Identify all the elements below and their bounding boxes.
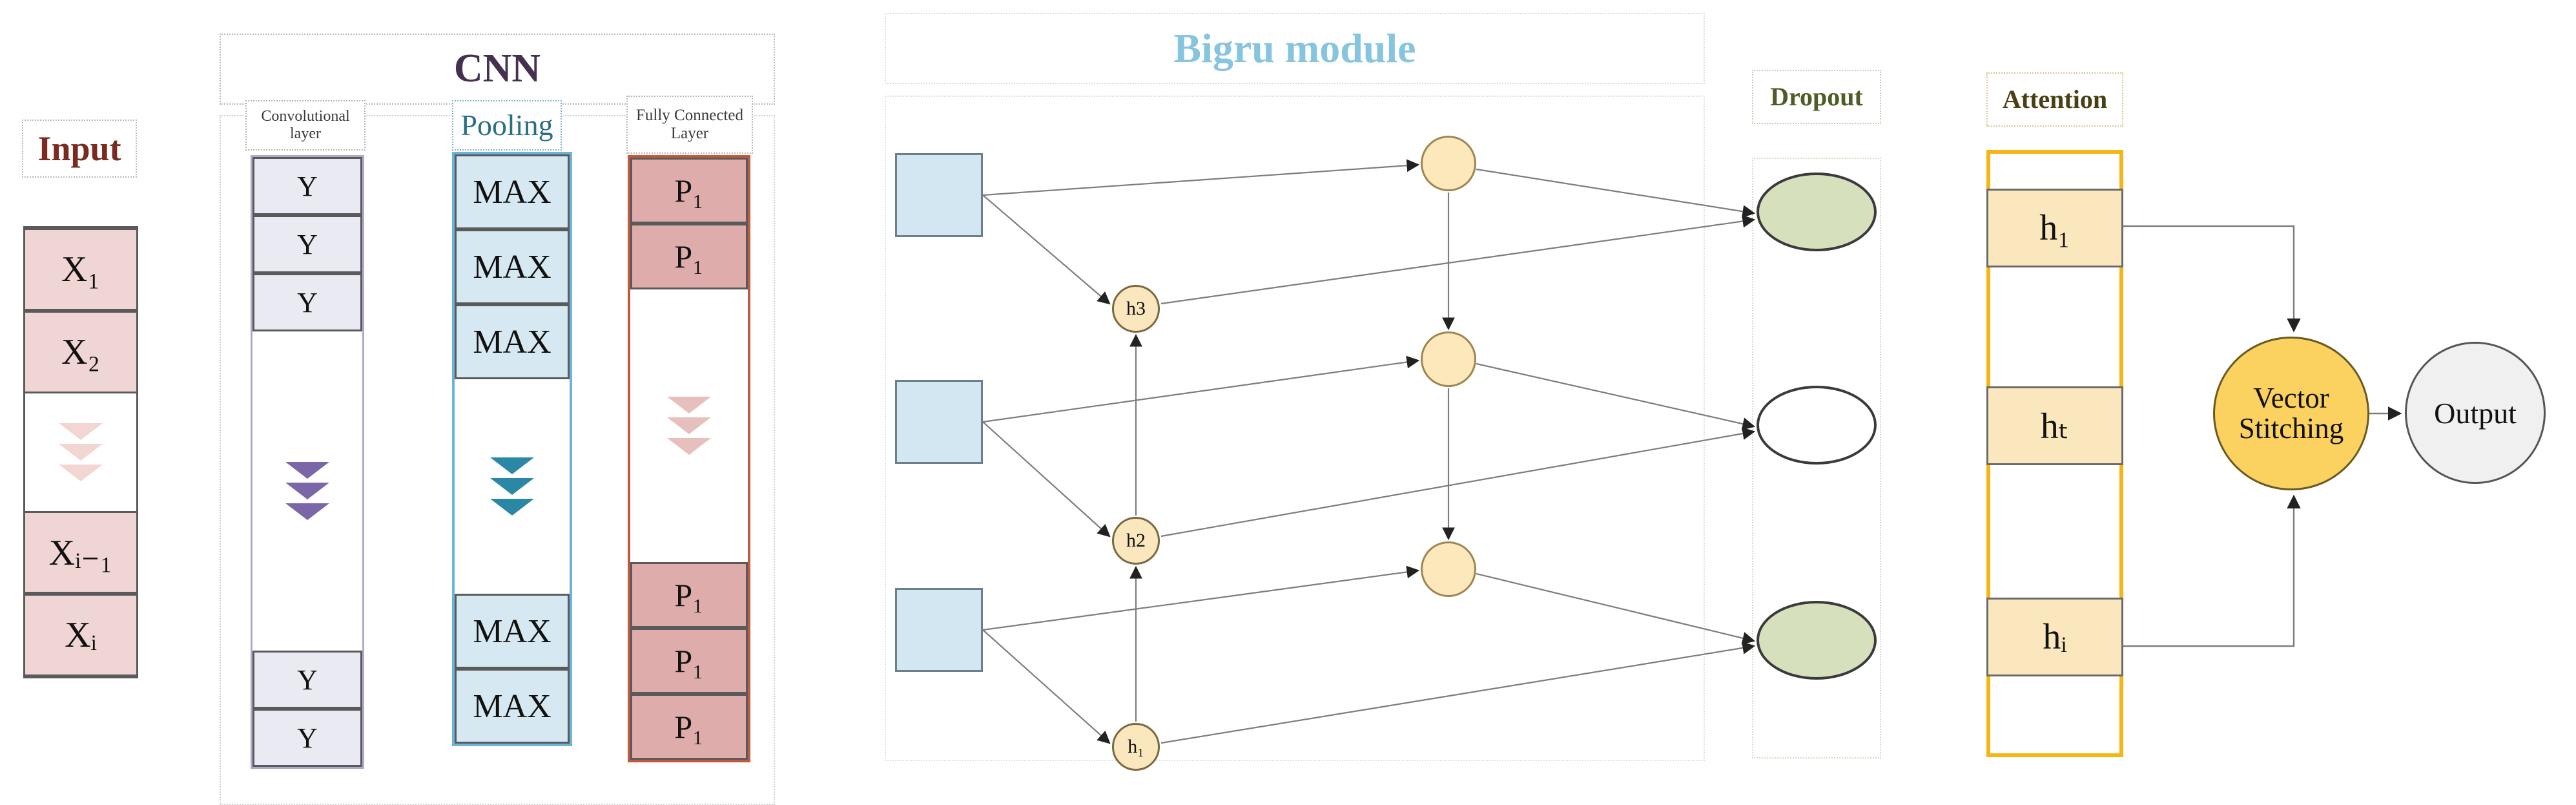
bigru-hidden-node-h3: h3 bbox=[1112, 285, 1160, 333]
input-caption: Input bbox=[22, 120, 137, 178]
conv-cell: Y bbox=[252, 709, 362, 767]
input-ellipsis bbox=[25, 393, 136, 511]
bigru-hidden-node-h2: h2 bbox=[1112, 517, 1160, 565]
attention-cell-hi: hᵢ bbox=[1986, 598, 2123, 676]
pool-ellipsis bbox=[455, 379, 570, 594]
vector-stitching-line1: Vector bbox=[2253, 381, 2329, 414]
bigru-hidden-node-h1: h₁ bbox=[1112, 723, 1160, 771]
bigru-input-square bbox=[895, 380, 983, 464]
conv-cell: Y bbox=[252, 157, 362, 215]
chevron-down-triple-icon bbox=[59, 423, 103, 481]
pool-cell: MAX bbox=[455, 669, 570, 744]
dropout-caption: Dropout bbox=[1752, 70, 1881, 124]
bigru-title: Bigru module bbox=[885, 13, 1705, 84]
fc-cell: P₁ bbox=[630, 562, 748, 628]
conv-cell: Y bbox=[252, 215, 362, 273]
bigru-forward-node bbox=[1421, 331, 1476, 387]
pool-cell: MAX bbox=[455, 594, 570, 669]
pooling-stack: MAX MAX MAX MAX MAX bbox=[452, 152, 572, 746]
fc-caption-line2: Layer bbox=[670, 125, 709, 142]
cnn-title: CNN bbox=[220, 34, 775, 105]
input-stack: X₁ X₂ Xᵢ₋₁ Xᵢ bbox=[23, 226, 138, 678]
conv-caption-line2: layer bbox=[290, 125, 321, 142]
attention-caption: Attention bbox=[1986, 72, 2123, 127]
fc-cell: P₁ bbox=[630, 224, 748, 289]
pool-cell: MAX bbox=[455, 229, 570, 304]
conv-layer-stack: Y Y Y Y Y bbox=[251, 155, 364, 769]
conv-caption-line1: Convolutional bbox=[261, 108, 350, 125]
output-node: Output bbox=[2405, 342, 2546, 484]
fc-cell: P₁ bbox=[630, 158, 748, 224]
input-cell: Xᵢ₋₁ bbox=[25, 511, 136, 594]
fully-connected-caption: Fully Connected Layer bbox=[626, 96, 753, 154]
fc-cell: P₁ bbox=[630, 628, 748, 694]
input-cell: X₂ bbox=[25, 311, 136, 393]
bigru-forward-node bbox=[1421, 136, 1476, 191]
pool-cell: MAX bbox=[455, 304, 570, 379]
dropout-node-active bbox=[1757, 172, 1877, 251]
chevron-down-triple-icon bbox=[490, 457, 534, 516]
conv-ellipsis bbox=[252, 331, 362, 651]
attention-cell-h1: h₁ bbox=[1986, 189, 2123, 267]
chevron-down-triple-icon bbox=[285, 462, 329, 520]
conv-cell: Y bbox=[252, 651, 362, 709]
fully-connected-stack: P₁ P₁ P₁ P₁ P₁ bbox=[628, 155, 750, 762]
conv-cell: Y bbox=[252, 273, 362, 331]
dropout-node-active bbox=[1757, 601, 1877, 680]
bigru-panel bbox=[885, 96, 1705, 761]
input-cell: X₁ bbox=[25, 228, 136, 311]
bigru-input-square bbox=[895, 588, 983, 672]
attention-cell-ht: hₜ bbox=[1986, 386, 2123, 465]
fc-cell: P₁ bbox=[630, 694, 748, 760]
pooling-caption: Pooling bbox=[452, 100, 562, 151]
fc-caption-line1: Fully Connected bbox=[636, 107, 743, 124]
bigru-forward-node bbox=[1421, 541, 1476, 597]
bigru-input-square bbox=[895, 153, 983, 237]
conv-layer-caption: Convolutional layer bbox=[245, 100, 366, 151]
fc-ellipsis bbox=[630, 289, 748, 562]
vector-stitching-line2: Stitching bbox=[2238, 412, 2344, 444]
input-cell: Xᵢ bbox=[25, 594, 136, 676]
pool-cell: MAX bbox=[455, 154, 570, 229]
vector-stitching-node: Vector Stitching bbox=[2213, 337, 2369, 490]
dropout-node-dropped bbox=[1757, 386, 1877, 465]
chevron-down-triple-icon bbox=[667, 397, 711, 455]
